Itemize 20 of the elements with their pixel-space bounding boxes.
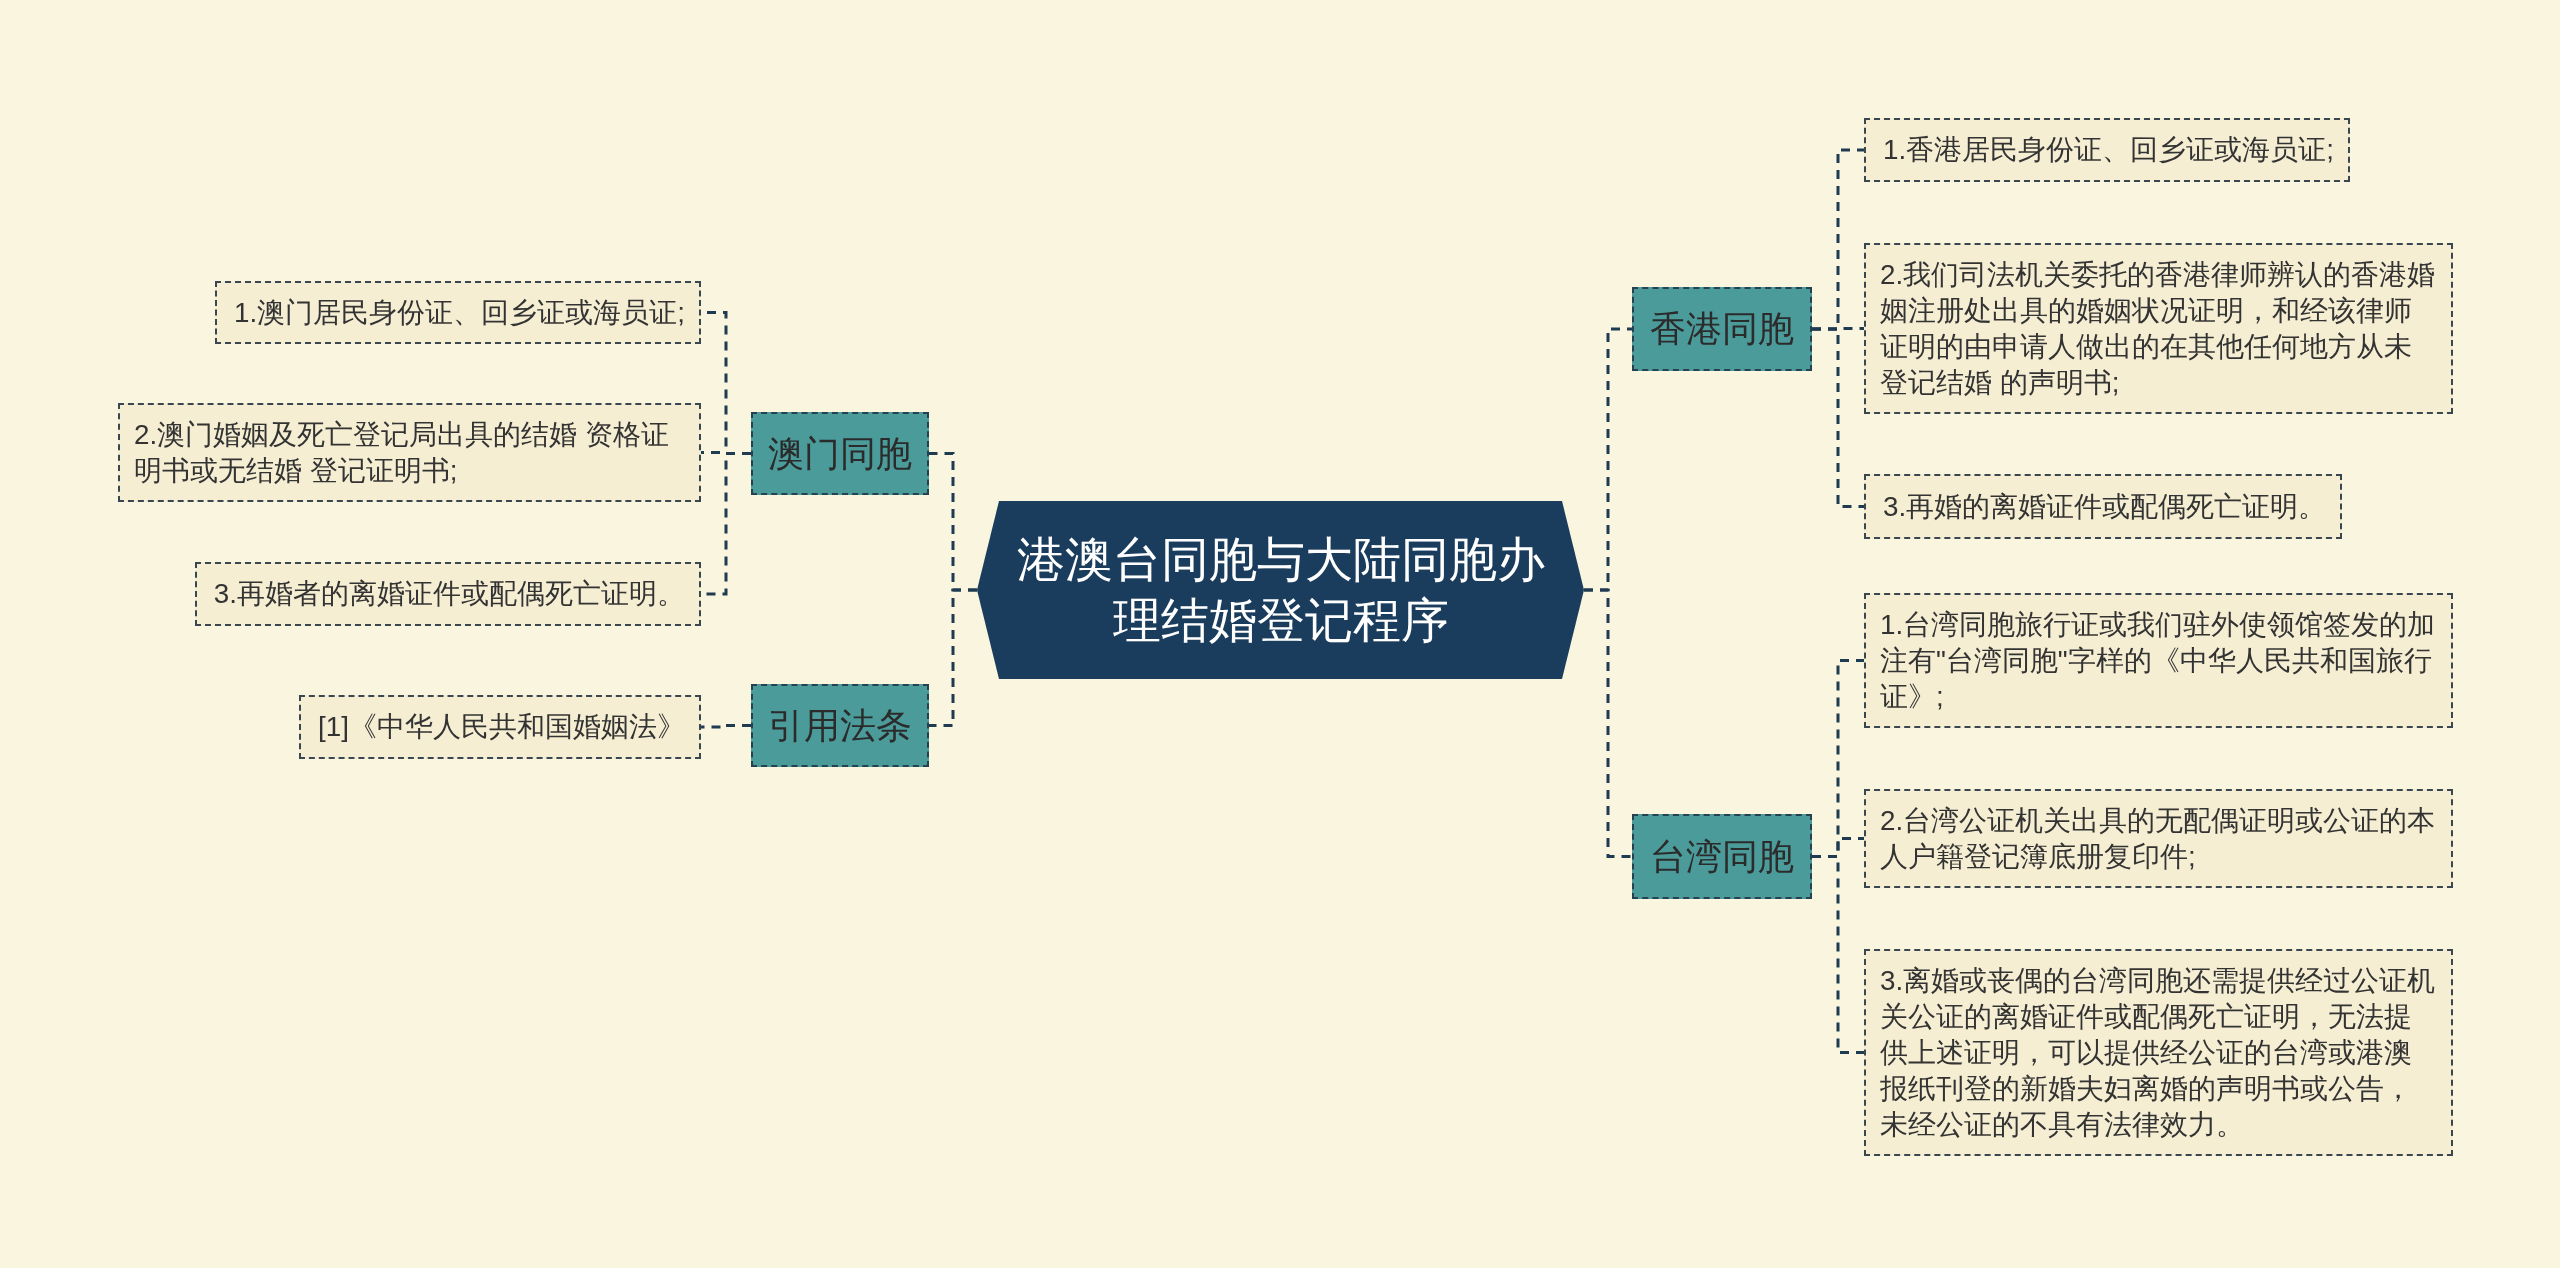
connector-line bbox=[1812, 327, 1864, 508]
note-box: 1.台湾同胞旅行证或我们驻外使领馆签发的加注有"台湾同胞"字样的《中华人民共和国旅行证》; bbox=[1864, 593, 2453, 728]
note-box: 3.离婚或丧偶的台湾同胞还需提供经过公证机关公证的离婚证件或配偶死亡证明，无法提供上述证明，可以提供经公证的台湾或港澳报纸刊登的新婚夫妇离婚的声明书或公告，未经公证的不具有法律效力。 bbox=[1864, 949, 2453, 1156]
note-box: 3.再婚的离婚证件或配偶死亡证明。 bbox=[1864, 474, 2343, 539]
note-box: 2.澳门婚姻及死亡登记局出具的结婚 资格证明书或无结婚 登记证明书; bbox=[118, 403, 701, 502]
topic-box: 台湾同胞 bbox=[1632, 814, 1812, 899]
note-box: 1.澳门居民身份证、回乡证或海员证; bbox=[215, 281, 701, 344]
connector-line bbox=[1812, 855, 1864, 1054]
note-box: 3.再婚者的离婚证件或配偶死亡证明。 bbox=[194, 562, 701, 626]
connector-line bbox=[929, 588, 977, 727]
note-box: [1]《中华人民共和国婚姻法》 bbox=[299, 695, 701, 759]
note-box: 2.我们司法机关委托的香港律师辨认的香港婚姻注册处出具的婚姻状况证明，和经该律师证明的由申请人做出的在其他任何地方从未登记结婚 的声明书; bbox=[1864, 243, 2453, 414]
topic-box: 引用法条 bbox=[751, 684, 929, 767]
note-box: 1.香港居民身份证、回乡证或海员证; bbox=[1864, 118, 2350, 182]
connector-line bbox=[1584, 588, 1632, 858]
note-box: 2.台湾公证机关出具的无配偶证明或公证的本人户籍登记簿底册复印件; bbox=[1864, 789, 2453, 888]
topic-hexagon: 港澳台同胞与大陆同胞办理结婚登记程序 bbox=[977, 501, 1584, 679]
topic-box: 香港同胞 bbox=[1632, 287, 1812, 371]
connector-line bbox=[701, 724, 751, 729]
topic-box: 澳门同胞 bbox=[751, 412, 929, 495]
